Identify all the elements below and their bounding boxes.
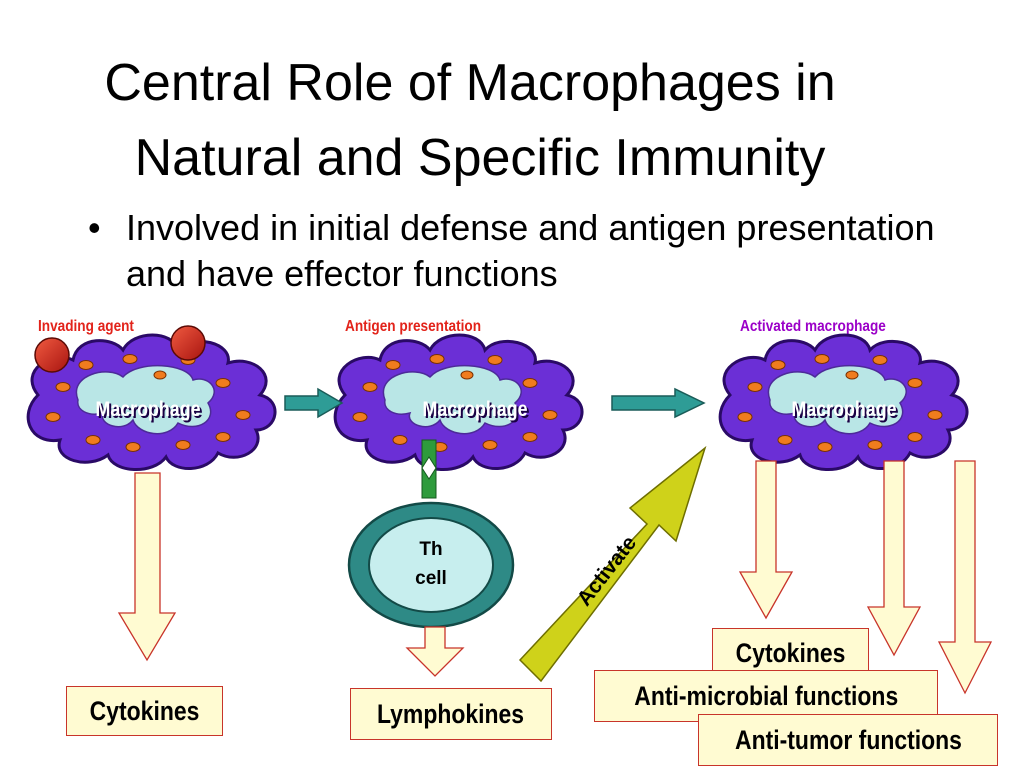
- activate-label: Activate: [573, 532, 641, 611]
- arrow-down-to-cytokines-right: [738, 460, 794, 620]
- macrophage-label-1: Macrophage: [95, 398, 200, 422]
- cytokines-box-right: Cytokines: [712, 628, 869, 678]
- anti-tumor-functions-box: Anti-tumor functions: [698, 714, 998, 766]
- bullet-text: Involved in initial defense and antigen …: [126, 207, 935, 294]
- cytokines-box-left: Cytokines: [66, 686, 223, 736]
- macrophage-label-2: Macrophage: [422, 398, 527, 422]
- stage-label-activated-macrophage: Activated macrophage: [740, 318, 886, 335]
- bullet-symbol: •: [88, 207, 101, 248]
- th-cell-label-line-2: cell: [415, 568, 447, 589]
- stage-label-invading-agent: Invading agent: [38, 318, 134, 335]
- arrow-down-to-anti-tumor: [937, 460, 993, 695]
- arrow-down-to-anti-microbial: [866, 460, 922, 657]
- arrow-to-antigen-presentation: [284, 387, 344, 419]
- arrow-down-to-lymphokines: [405, 626, 465, 677]
- slide-title-line-2: Natural and Specific Immunity: [134, 129, 826, 187]
- arrow-down-to-cytokines-left: [117, 472, 177, 662]
- lymphokines-box: Lymphokines: [350, 688, 552, 740]
- th-cell-label-line-1: Th: [419, 539, 442, 560]
- slide-title-line-1: Central Role of Macrophages in: [104, 54, 836, 112]
- invading-agent-particle-1: [34, 337, 70, 373]
- macrophage-label-3-shadow: Macrophage: [793, 400, 898, 424]
- macrophage-label-2-shadow: Macrophage: [424, 400, 529, 424]
- anti-microbial-functions-box: Anti-microbial functions: [594, 670, 938, 722]
- macrophage-label-1-shadow: Macrophage: [97, 400, 202, 424]
- th-cell-inner: [368, 517, 494, 613]
- macrophage-label-3: Macrophage: [791, 398, 896, 422]
- arrow-to-activated-macrophage: [611, 387, 706, 419]
- invading-agent-particle-2: [170, 325, 206, 361]
- antigen-diamond: [421, 456, 437, 480]
- stage-label-antigen-presentation: Antigen presentation: [345, 318, 482, 335]
- activate-arrow: [518, 445, 707, 683]
